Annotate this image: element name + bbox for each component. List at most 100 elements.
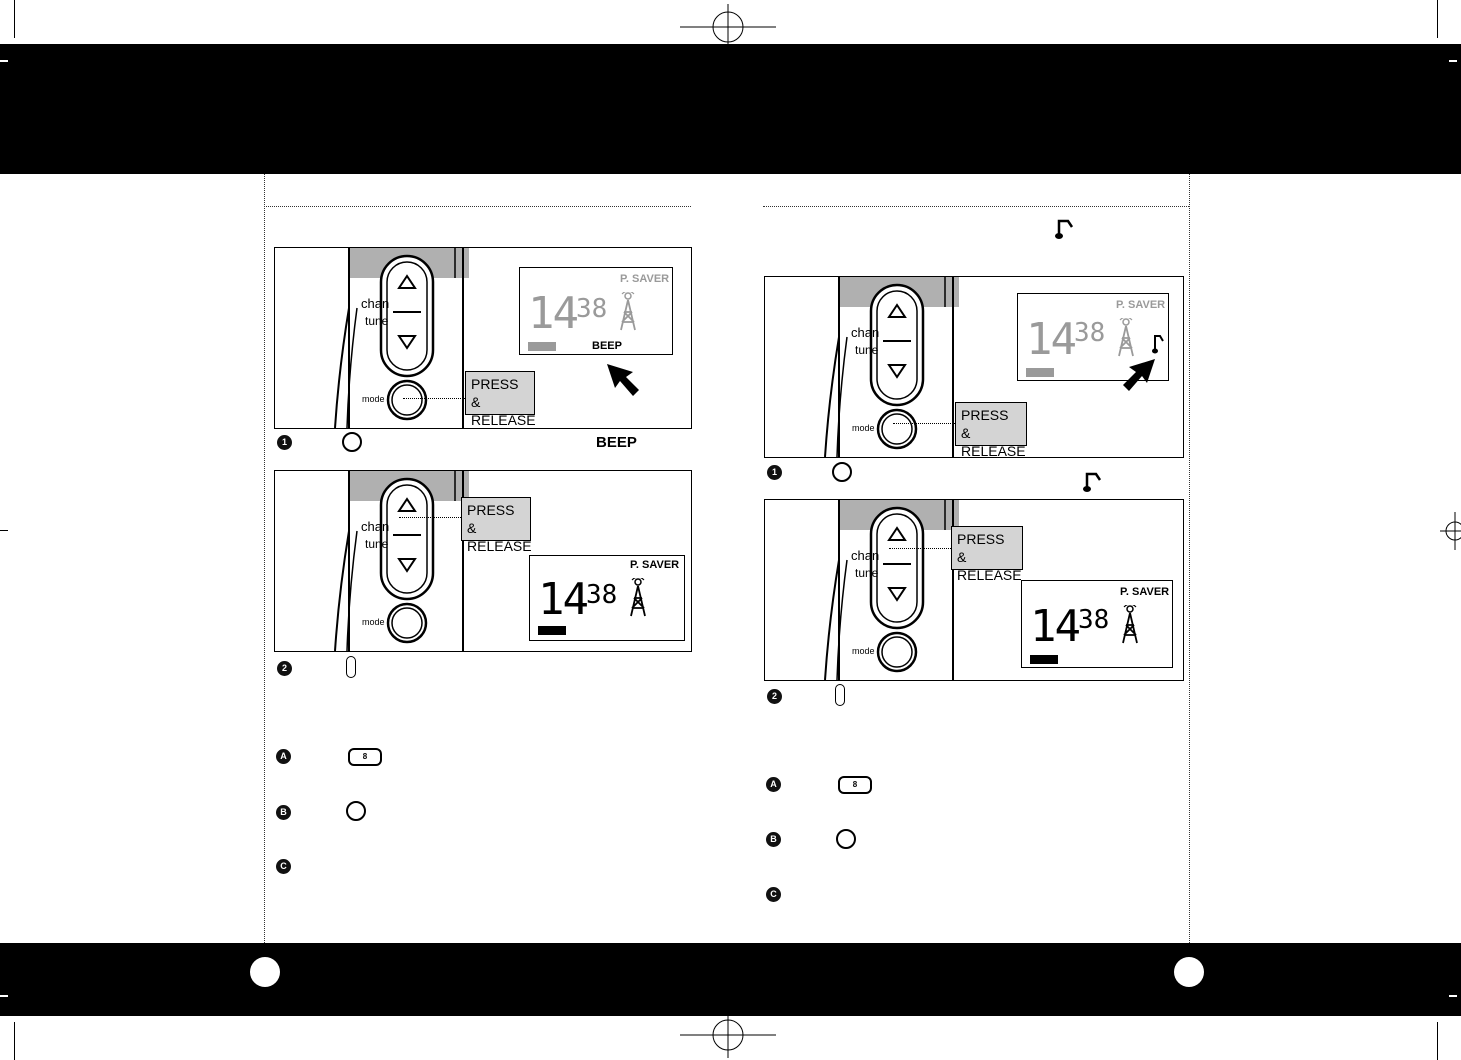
press-release-callout: PRESS & RELEASE [465, 371, 536, 428]
lcd-display: P. SAVER 14 38 [529, 555, 685, 641]
step-c-marker: C [276, 859, 291, 874]
radio-device-illustration [795, 500, 961, 680]
leader-line [889, 548, 951, 549]
power-saver-label: P. SAVER [1116, 299, 1166, 311]
mode-label: mode [852, 423, 875, 433]
callout-line-2: RELEASE [471, 412, 536, 428]
registration-mark-right [1440, 512, 1461, 550]
beep-indicator: BEEP [592, 340, 622, 352]
music-note-icon [1152, 335, 1164, 354]
crop-tick [0, 60, 8, 62]
step-2-marker: 2 [767, 689, 782, 704]
column-guide-left [264, 174, 265, 943]
page-number-dot-left [250, 957, 280, 987]
step-b-marker: B [276, 805, 291, 820]
press-release-callout: PRESS & RELEASE [461, 497, 532, 554]
callout-line-2: RELEASE [957, 567, 1022, 583]
crop-mark [14, 0, 15, 38]
mode-button-icon [832, 462, 852, 482]
battery-icon [1030, 655, 1058, 664]
leader-line [403, 398, 465, 399]
step-c-marker: C [766, 887, 781, 902]
crop-mark [0, 530, 8, 531]
leader-line [893, 423, 955, 424]
chan-label: chan [361, 519, 390, 534]
illustration-panel-right-1: chan tune mode PRESS & RELEASE P. SAVER … [764, 276, 1184, 458]
callout-line-2: RELEASE [467, 538, 532, 554]
header-band [0, 44, 1461, 174]
mode-button-icon [836, 829, 856, 849]
arrow-pointer-icon [607, 364, 639, 396]
lcd-subcode: 38 [1078, 605, 1110, 635]
registration-mark-bottom [680, 1012, 776, 1058]
callout-line-1: PRESS & [467, 502, 515, 536]
lighted-key-icon: 8 [348, 748, 382, 766]
column-guide-right [1189, 174, 1190, 943]
mode-label: mode [852, 646, 875, 656]
step-1-marker: 1 [277, 435, 292, 450]
step-a-marker: A [766, 777, 781, 792]
press-release-callout: PRESS & RELEASE [951, 526, 1023, 583]
callout-line-2: RELEASE [961, 443, 1026, 458]
tower-icon [1122, 605, 1138, 644]
illustration-panel-right-2: chan tune mode PRESS & RELEASE P. SAVER … [764, 499, 1184, 681]
mode-button-icon [342, 432, 362, 452]
beep-inline-label: BEEP [596, 434, 637, 451]
power-saver-label: P. SAVER [620, 273, 670, 285]
section-rule-left [264, 206, 691, 207]
callout-line-1: PRESS & [961, 407, 1009, 441]
battery-icon [528, 342, 556, 351]
crop-tick [1449, 995, 1457, 997]
crop-tick [1449, 60, 1457, 62]
page-number-dot-right [1174, 957, 1204, 987]
callout-line-1: PRESS & [471, 376, 519, 410]
power-saver-label: P. SAVER [1120, 586, 1170, 598]
lcd-channel: 14 [1030, 601, 1081, 652]
tower-icon [1118, 318, 1134, 357]
chan-label: chan [851, 325, 880, 340]
lcd-subcode: 38 [576, 294, 608, 324]
step-2-marker: 2 [277, 661, 292, 676]
step-a-marker: A [276, 749, 291, 764]
callout-line-1: PRESS & [957, 531, 1005, 565]
radio-device-illustration [795, 277, 961, 457]
tune-label: tune [365, 314, 389, 328]
lcd-display: P. SAVER 14 38 BEEP [519, 267, 673, 355]
registration-mark-top [680, 4, 776, 50]
arrow-pointer-icon [1123, 359, 1155, 391]
music-note-icon [1083, 472, 1102, 492]
tune-label: tune [855, 343, 879, 357]
battery-icon [538, 626, 566, 635]
lcd-channel: 14 [1026, 314, 1077, 365]
battery-icon [1026, 368, 1054, 377]
radio-device-illustration [305, 248, 471, 428]
chan-label: chan [361, 296, 390, 311]
lcd-channel: 14 [528, 288, 579, 339]
tune-label: tune [855, 566, 879, 580]
lcd-display: P. SAVER 14 38 [1021, 580, 1173, 668]
crop-mark [1437, 0, 1438, 38]
tower-icon [620, 292, 636, 331]
step-b-marker: B [766, 832, 781, 847]
chan-tune-button-icon [346, 656, 356, 678]
lcd-channel: 14 [538, 574, 589, 625]
leader-line [399, 517, 461, 518]
crop-mark [1437, 1022, 1438, 1060]
chan-label: chan [851, 548, 880, 563]
lighted-key-icon: 8 [838, 776, 872, 794]
crop-mark [14, 1022, 15, 1060]
footer-band [0, 943, 1461, 1016]
mode-label: mode [362, 394, 385, 404]
section-rule-right [763, 206, 1189, 207]
illustration-panel-left-2: chan tune mode PRESS & RELEASE P. SAVER … [274, 470, 692, 652]
step-1-marker: 1 [767, 465, 782, 480]
power-saver-label: P. SAVER [630, 559, 680, 571]
music-note-icon [1055, 219, 1074, 239]
tune-label: tune [365, 537, 389, 551]
radio-device-illustration [305, 471, 471, 651]
crop-tick [0, 995, 8, 997]
chan-tune-button-icon [835, 684, 845, 706]
lcd-subcode: 38 [1074, 318, 1106, 348]
mode-label: mode [362, 617, 385, 627]
press-release-callout: PRESS & RELEASE [955, 402, 1027, 457]
